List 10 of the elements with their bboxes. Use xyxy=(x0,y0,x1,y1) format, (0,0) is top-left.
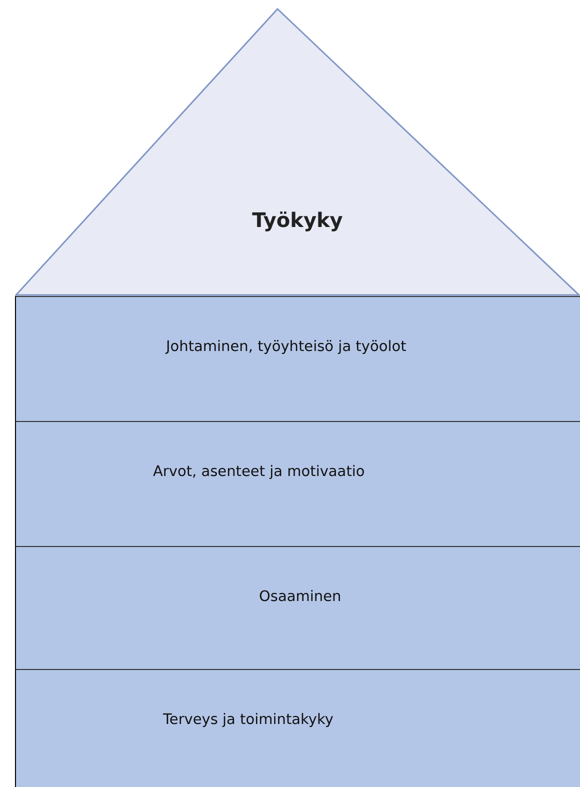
roof-title: Työkyky xyxy=(251,208,344,232)
floor-band xyxy=(15,546,580,669)
floor-label: Arvot, asenteet ja motivaatio xyxy=(153,464,365,480)
floor-band xyxy=(15,421,580,546)
floor-band xyxy=(15,296,580,421)
floor-band xyxy=(15,669,580,787)
floor-label: Terveys ja toimintakyky xyxy=(163,712,334,728)
house-roof xyxy=(15,8,580,296)
floor-label: Osaaminen xyxy=(259,589,342,605)
floor-label: Johtaminen, työyhteisö ja työolot xyxy=(166,339,406,355)
